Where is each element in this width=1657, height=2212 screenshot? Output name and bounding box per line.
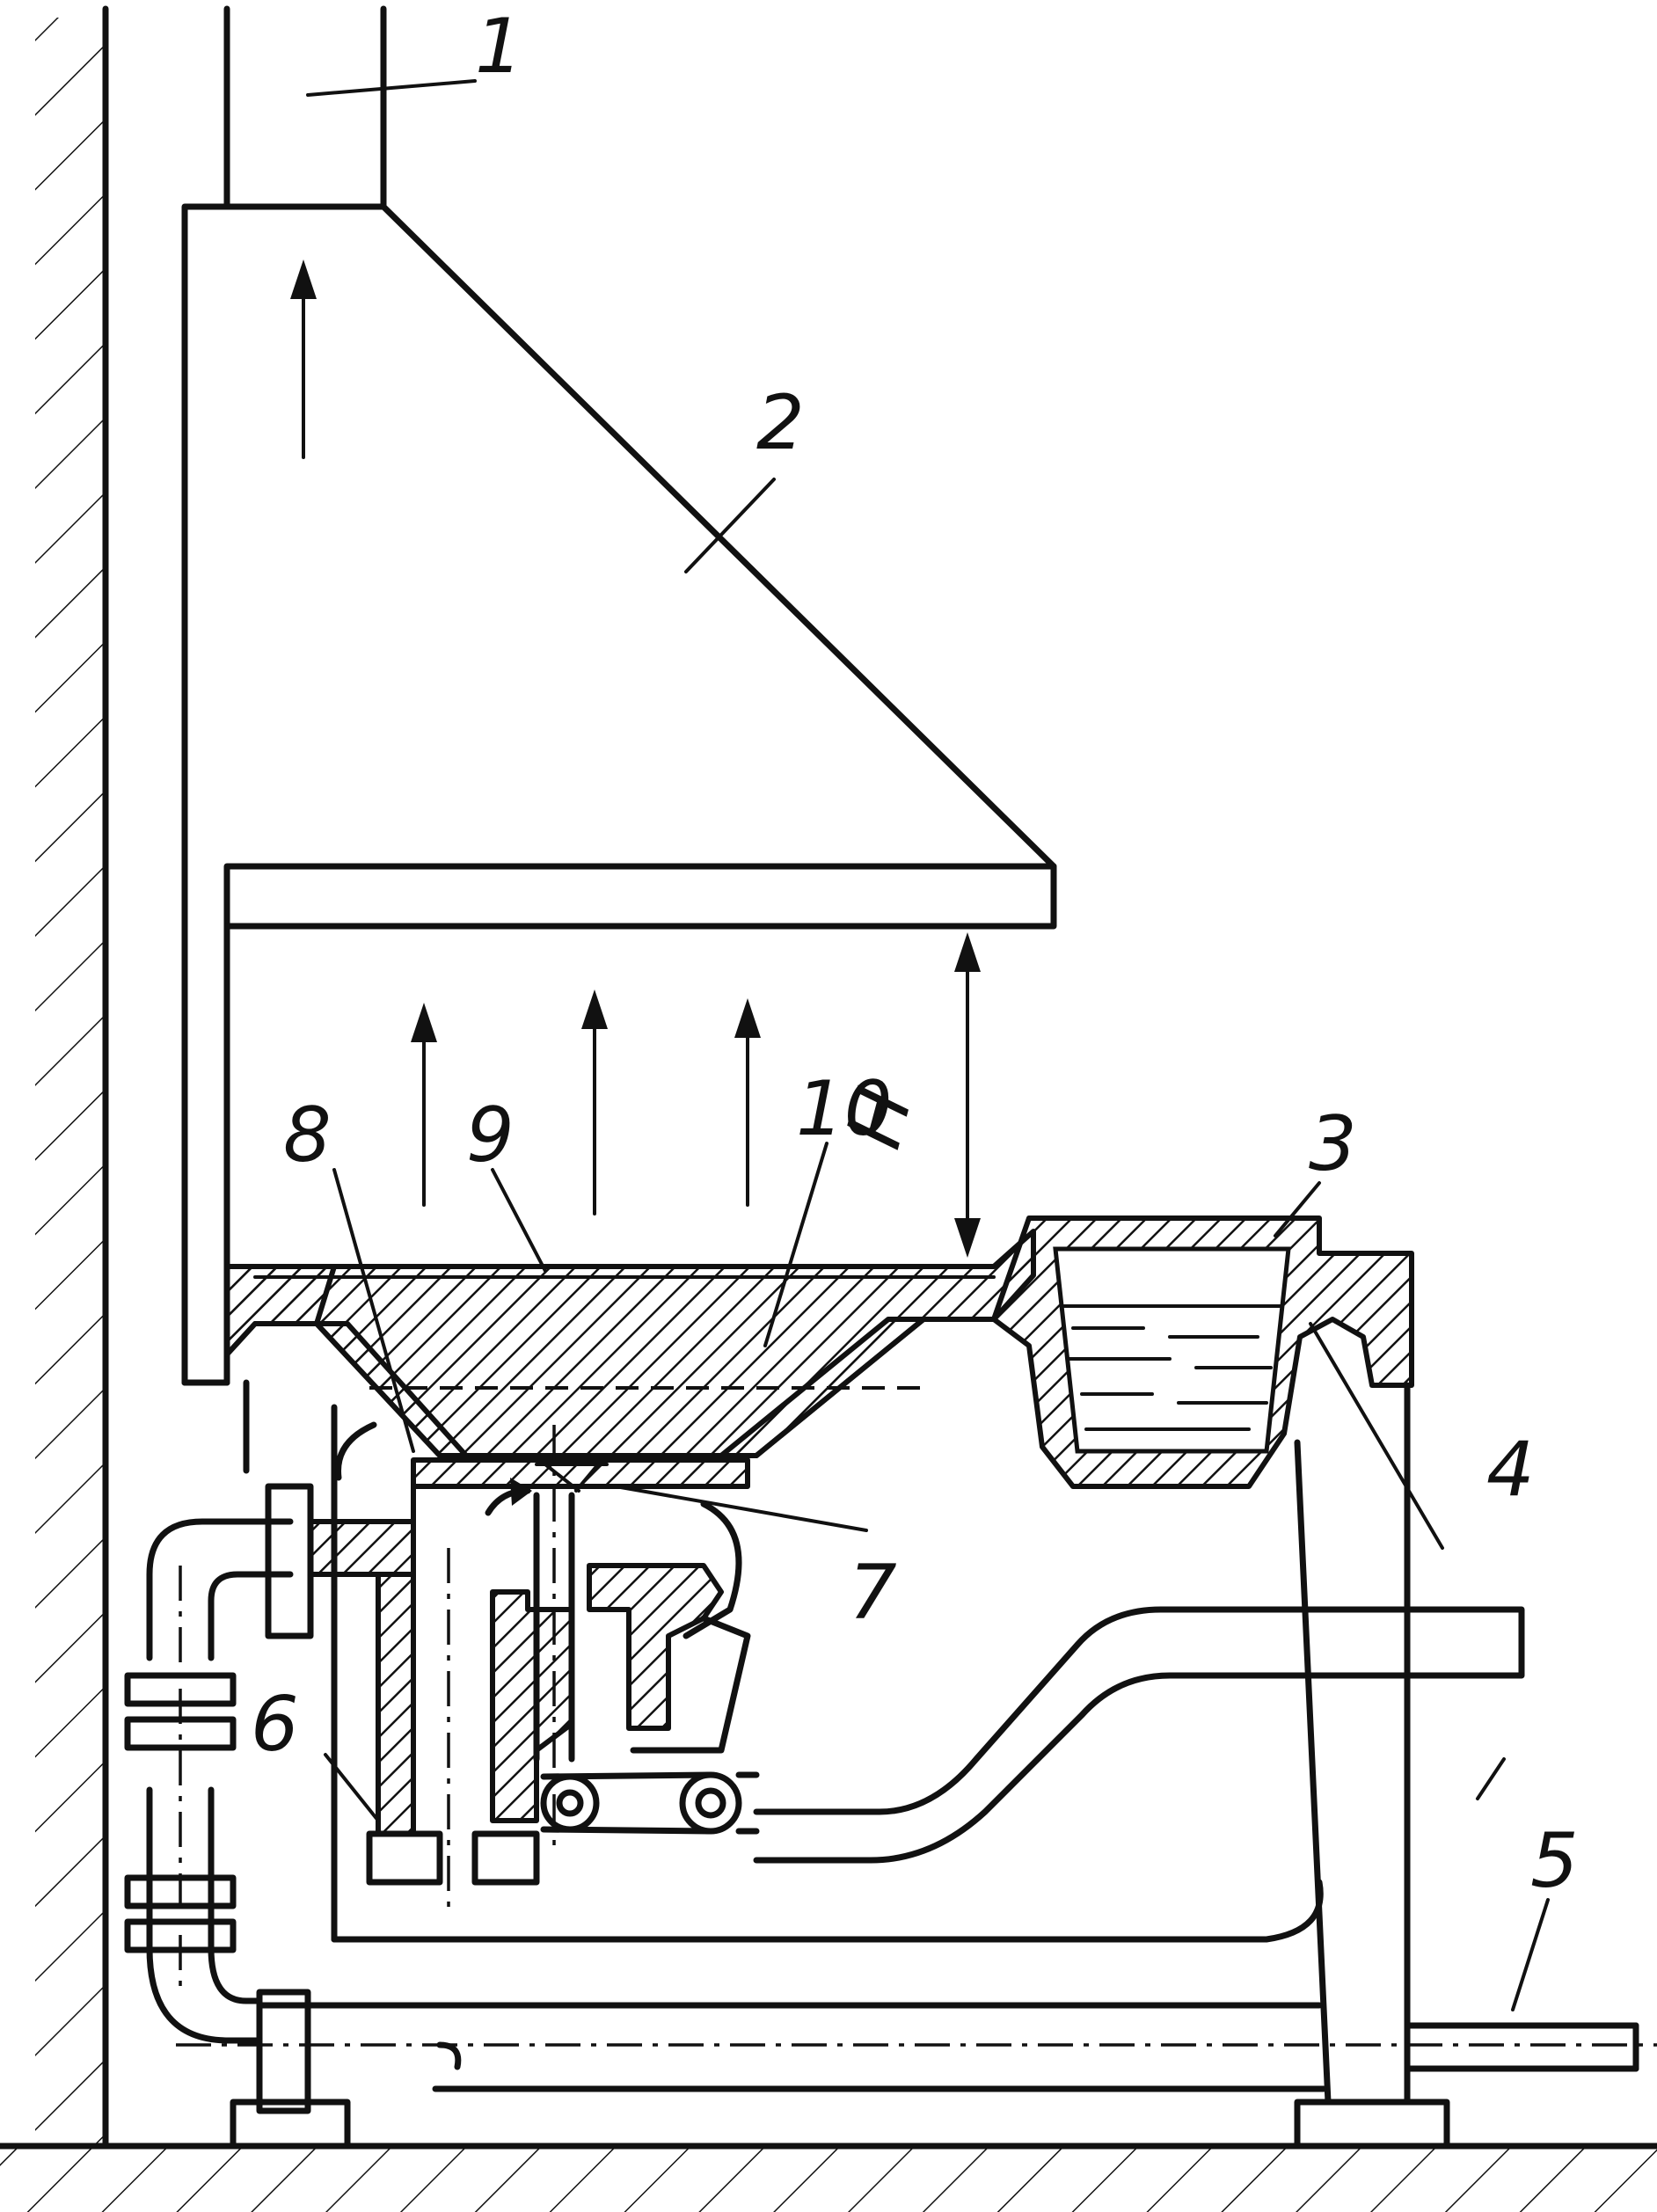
exhaust-hood <box>181 203 1057 1386</box>
label-8: 8 <box>283 1091 332 1179</box>
label-9: 9 <box>466 1091 515 1179</box>
crucible <box>991 1216 1414 1489</box>
floor <box>0 2143 1657 2212</box>
label-7: 7 <box>849 1549 897 1637</box>
furnace-stand <box>243 1379 1450 2150</box>
feed-pipe <box>124 1483 462 2070</box>
lever <box>753 1606 1525 1864</box>
label-6: 6 <box>251 1681 299 1769</box>
label-3: 3 <box>1309 1100 1357 1188</box>
exhaust-duct <box>223 5 387 210</box>
furnace-bath <box>224 1229 1036 1458</box>
label-4: 4 <box>1486 1426 1535 1514</box>
label-10: 10 <box>796 1065 892 1153</box>
dimension-h <box>954 932 981 1258</box>
callout-labels: 1 2 3 4 5 6 7 8 9 10 H <box>251 3 1579 1905</box>
label-5: 5 <box>1530 1817 1579 1905</box>
airflow-arrows <box>290 259 761 1216</box>
gas-pipe <box>176 1989 1657 2150</box>
burner-assembly <box>308 1421 760 1909</box>
label-2: 2 <box>756 379 805 467</box>
wall <box>35 5 109 2150</box>
leader-lines <box>306 79 1550 2011</box>
label-1: 1 <box>475 3 523 91</box>
